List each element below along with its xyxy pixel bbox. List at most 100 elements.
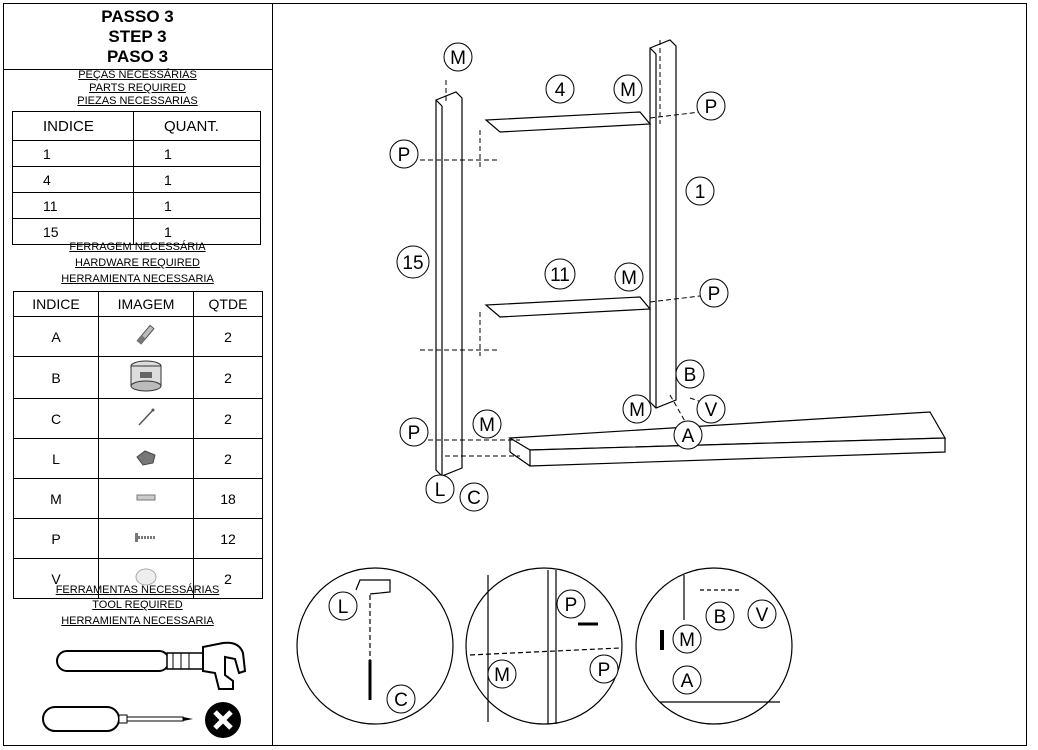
- callout-M: M: [622, 394, 652, 424]
- svg-text:M: M: [620, 80, 636, 101]
- svg-text:P: P: [565, 595, 578, 616]
- hw-qty: 2: [193, 398, 263, 439]
- detail-callout-B: B: [705, 601, 735, 631]
- callout-11: 11: [544, 258, 576, 290]
- hammer-icon: [56, 641, 247, 690]
- dowel-icon: [98, 478, 194, 519]
- detail-circle-shelf: [465, 567, 623, 725]
- hw-index: C: [13, 398, 99, 439]
- svg-text:B: B: [684, 365, 697, 386]
- table-row: B 2: [13, 356, 263, 399]
- assembly-diagram: M 4 M P P 1 15 11 M P B M V P M A L C: [296, 39, 947, 725]
- hw-index: A: [13, 316, 99, 357]
- callout-A: A: [673, 420, 703, 450]
- step-title-es: PASO 3: [106, 47, 169, 66]
- svg-text:C: C: [467, 488, 481, 509]
- callout-P: P: [696, 91, 726, 121]
- svg-text:1: 1: [695, 182, 706, 203]
- svg-text:M: M: [450, 48, 466, 69]
- part-index: 1: [12, 140, 134, 167]
- hw-qty: 18: [193, 478, 263, 519]
- callout-M: M: [613, 74, 643, 104]
- svg-text:11: 11: [550, 265, 570, 286]
- svg-text:M: M: [479, 415, 495, 436]
- not-allowed-icon: [205, 702, 241, 738]
- table-row: P 12: [13, 518, 263, 559]
- detail-callout-M: M: [487, 659, 517, 689]
- callout-15: 15: [396, 245, 430, 279]
- callout-V: V: [696, 394, 726, 424]
- svg-text:A: A: [682, 426, 695, 447]
- parts-header-qty: QUANT.: [132, 111, 262, 141]
- svg-text:C: C: [394, 690, 408, 711]
- part-qty: 1: [132, 166, 262, 193]
- callout-L: L: [425, 474, 455, 504]
- part-index: 11: [12, 192, 134, 219]
- cam-bolt-icon: [98, 316, 194, 357]
- hw-header-qty: QTDE: [193, 291, 263, 317]
- svg-text:P: P: [408, 423, 421, 444]
- hw-index: M: [13, 478, 99, 519]
- svg-text:A: A: [681, 671, 694, 692]
- callout-P: P: [699, 278, 729, 308]
- part-index: 15: [12, 218, 134, 245]
- table-row: 1 1: [12, 140, 262, 167]
- hw-qty: 2: [193, 438, 263, 479]
- svg-text:M: M: [629, 400, 645, 421]
- hardware-caption-en: HARDWARE REQUIRED: [75, 257, 200, 269]
- detail-callout-V: V: [747, 599, 777, 629]
- table-row: M 18: [13, 478, 263, 519]
- hw-header-index: INDICE: [13, 291, 99, 317]
- svg-text:4: 4: [555, 80, 566, 101]
- callout-M-top: M: [443, 42, 473, 72]
- hardware-caption-pt: FERRAGEM NECESSÁRIA: [69, 241, 206, 253]
- svg-text:M: M: [679, 630, 695, 651]
- callout-C: C: [459, 482, 489, 512]
- svg-text:M: M: [621, 268, 637, 289]
- screw-icon: [98, 518, 194, 559]
- hw-header-image: IMAGEM: [98, 291, 194, 317]
- svg-text:B: B: [714, 607, 727, 628]
- hw-index: L: [13, 438, 99, 479]
- svg-text:P: P: [708, 284, 721, 305]
- detail-circle-base: [635, 567, 793, 725]
- parts-caption-en: PARTS REQUIRED: [89, 82, 186, 94]
- detail-callout-M: M: [672, 624, 702, 654]
- instructions-panel: PASSO 3 STEP 3 PASO 3 PEÇAS NECESSÁRIAS …: [3, 3, 273, 746]
- detail-circle-bracket: [296, 567, 454, 725]
- callout-B: B: [675, 359, 705, 389]
- detail-callout-L: L: [328, 591, 358, 621]
- screwdriver-icon: [42, 706, 193, 732]
- svg-text:L: L: [338, 597, 349, 618]
- table-row: C 2: [13, 398, 263, 439]
- table-row: L 2: [13, 438, 263, 479]
- table-row: 4 1: [12, 166, 262, 193]
- bracket-icon: [98, 438, 194, 479]
- detail-callout-A: A: [672, 665, 702, 695]
- hw-index: P: [13, 518, 99, 559]
- part-qty: 1: [132, 140, 262, 167]
- callout-M: M: [614, 262, 644, 292]
- callout-P: P: [389, 139, 419, 169]
- step-title-en: STEP 3: [108, 27, 167, 46]
- detail-callout-C: C: [386, 684, 416, 714]
- table-row: A 2: [13, 316, 263, 357]
- tools-caption-es: HERRAMIENTA NECESSARIA: [61, 615, 214, 627]
- part-qty: 1: [132, 218, 262, 245]
- svg-text:P: P: [398, 145, 411, 166]
- step-title-pt: PASSO 3: [101, 7, 174, 26]
- svg-text:15: 15: [402, 253, 423, 274]
- page-frame: [3, 3, 1027, 746]
- parts-table: INDICE QUANT. 1 1 4 1 11 1 15 1: [12, 111, 262, 245]
- parts-caption-pt: PEÇAS NECESSÁRIAS: [78, 69, 197, 81]
- svg-text:V: V: [705, 400, 718, 421]
- table-row: 15 1: [12, 218, 262, 245]
- part-index: 4: [12, 166, 134, 193]
- tools-caption-en: TOOL REQUIRED: [92, 599, 183, 611]
- svg-text:M: M: [494, 665, 510, 686]
- callout-M: M: [472, 409, 502, 439]
- callout-P: P: [399, 417, 429, 447]
- callout-4: 4: [545, 74, 575, 104]
- table-row: 11 1: [12, 192, 262, 219]
- hw-qty: 12: [193, 518, 263, 559]
